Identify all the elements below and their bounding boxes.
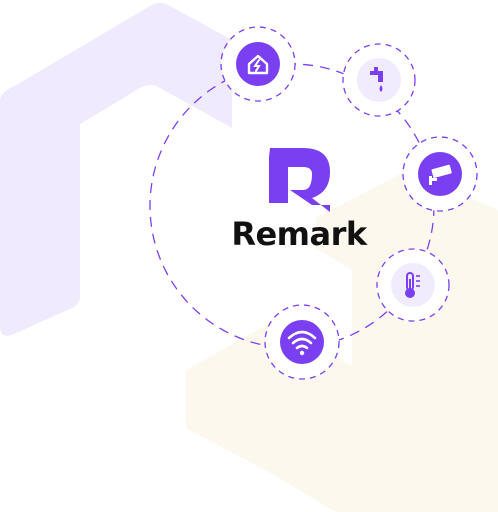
background-shape-left: [0, 3, 232, 336]
remark-logo: Remark: [231, 148, 368, 253]
device-node-smart-home[interactable]: [220, 26, 296, 102]
water-tap-icon: [370, 67, 383, 92]
device-node-temperature[interactable]: [376, 248, 450, 322]
device-node-cctv[interactable]: [402, 136, 478, 212]
brand-name: Remark: [231, 215, 368, 253]
device-node-wifi[interactable]: [264, 304, 340, 380]
thermometer-icon: [405, 272, 420, 298]
device-node-water[interactable]: [342, 43, 416, 117]
smart-home-bolt-icon: [247, 54, 269, 75]
remark-r-logo-icon: [269, 148, 330, 212]
wifi-icon: [287, 330, 317, 356]
security-camera-icon: [429, 164, 452, 185]
